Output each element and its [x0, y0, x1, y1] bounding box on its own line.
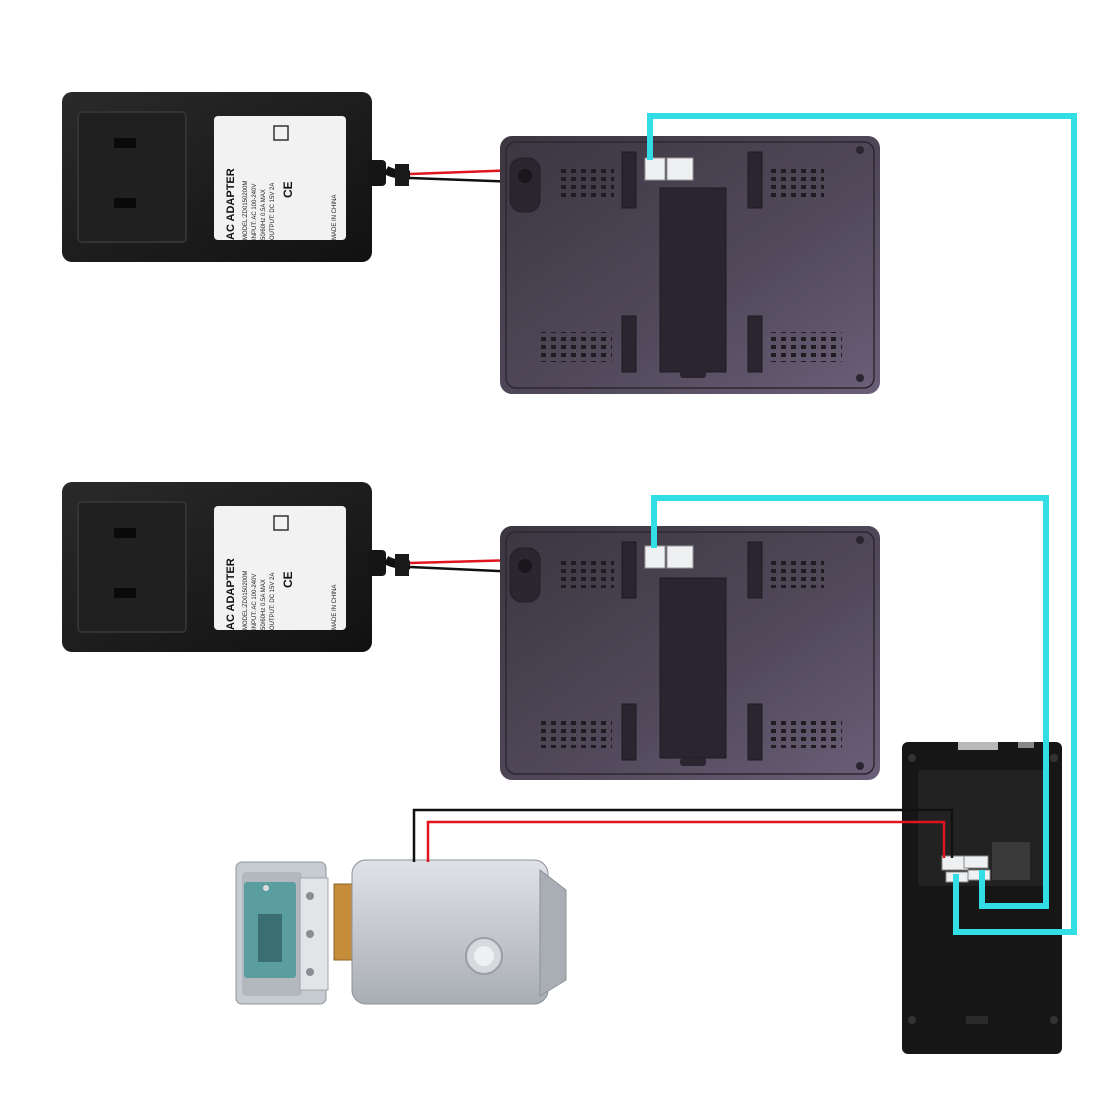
adapter-spec-line: 50/60Hz 0.5A MAX	[261, 579, 267, 630]
adapter-spec-line: INPUT: AC 100-240V	[252, 574, 258, 630]
lock-positive-wire	[426, 820, 946, 862]
electric-lock	[333, 859, 567, 1005]
indoor-monitor-2	[500, 526, 880, 780]
adapter-title: AC ADAPTER	[225, 168, 237, 240]
adapter-made-in: MADE IN CHINA	[332, 195, 338, 240]
signal-wire	[647, 113, 1077, 935]
power-adapter-2: AC ADAPTER MODEL:ZD0150200M INPUT: AC 10…	[62, 482, 386, 652]
adapter-ce-mark: CE	[281, 571, 295, 588]
lock-negative-wire	[412, 808, 954, 862]
adapter-spec-line: MODEL:ZD0150200M	[243, 181, 249, 240]
adapter-label	[214, 116, 346, 240]
strike-plate	[235, 861, 329, 1005]
adapter-made-in: MADE IN CHINA	[332, 585, 338, 630]
adapter-spec-line: MODEL:ZD0150200M	[243, 571, 249, 630]
adapter-spec-line: OUTPUT: DC 15V 2A	[270, 573, 276, 630]
monitor-connector	[666, 157, 694, 181]
monitor-connector	[644, 157, 666, 181]
signal-wire	[651, 495, 1049, 909]
electric-lock-icon	[351, 859, 549, 1005]
adapter-spec-line: OUTPUT: DC 15V 2A	[270, 183, 276, 240]
monitor-connector	[666, 545, 694, 569]
adapter-ce-mark: CE	[281, 181, 295, 198]
adapter-spec-line: INPUT: AC 100-240V	[252, 184, 258, 240]
indoor-monitor-1	[500, 136, 880, 394]
adapter-label	[214, 506, 346, 630]
door-station-connector	[963, 855, 989, 869]
monitor-connector	[644, 545, 666, 569]
adapter-spec-line: 50/60Hz 0.5A MAX	[261, 189, 267, 240]
power-adapter-1: AC ADAPTER MODEL:ZD0150200M INPUT: AC 10…	[62, 92, 386, 262]
adapter-title: AC ADAPTER	[225, 558, 237, 630]
